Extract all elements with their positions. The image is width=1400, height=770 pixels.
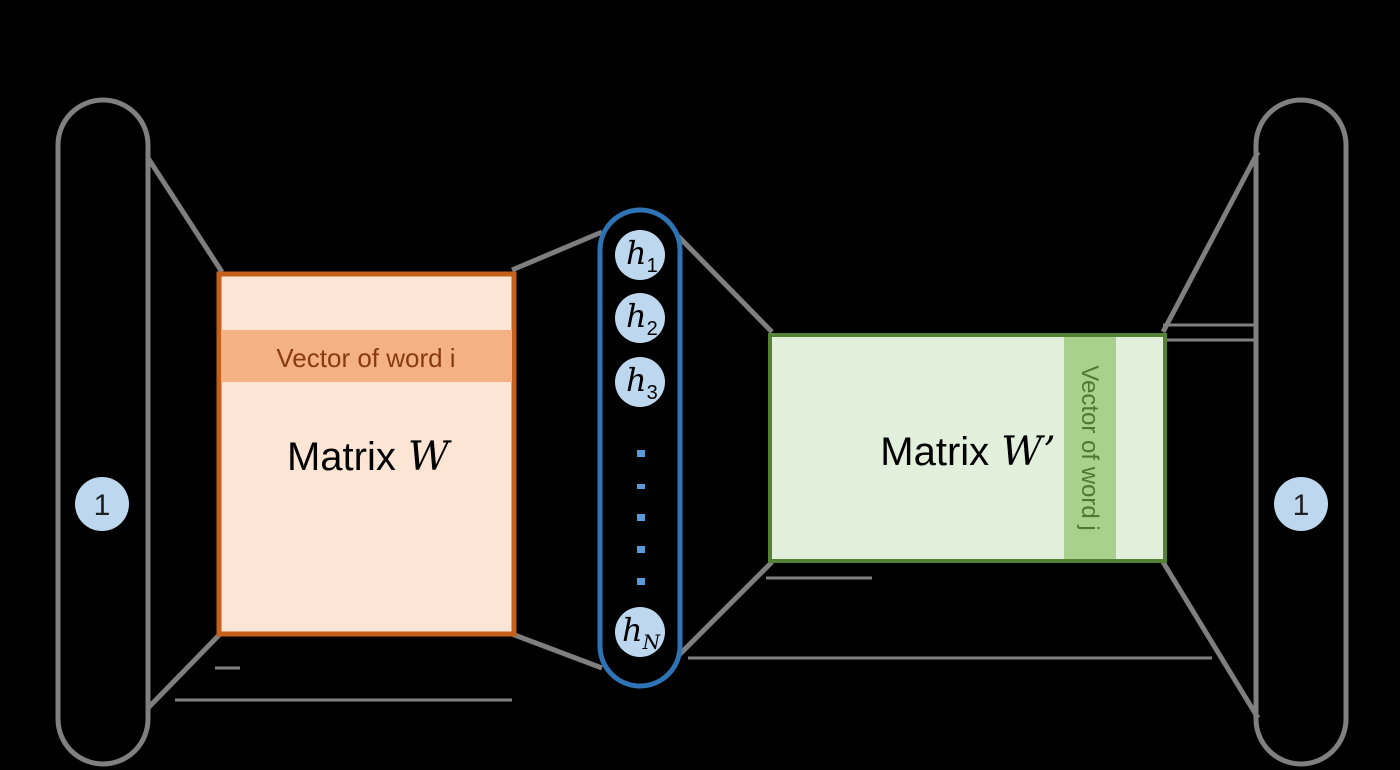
ellipsis-dot — [637, 546, 645, 553]
connector-input-to-w-top — [145, 156, 225, 274]
hidden-node-1 — [615, 230, 665, 280]
ellipsis-dot — [637, 578, 645, 585]
ellipsis-dot — [637, 514, 645, 521]
connector-hidden-to-wp-bottom — [676, 560, 774, 658]
hidden-node-2 — [615, 293, 665, 343]
input-node — [75, 477, 129, 531]
hidden-node-n-label: hN — [622, 611, 662, 654]
connector-wp-to-output-bottom — [1160, 560, 1261, 720]
matrix-w-prime-column-label: Vector of word j — [1076, 365, 1103, 530]
matrix-w-row-label: Vector of word i — [276, 343, 455, 373]
ellipsis-dots — [637, 450, 645, 585]
input-node-value: 1 — [94, 489, 111, 522]
connector-w-to-hidden-top — [511, 229, 603, 273]
input-layer-outline — [55, 97, 151, 767]
ellipsis-dot — [637, 484, 645, 489]
connector-w-to-hidden-bottom — [511, 631, 603, 671]
output-node — [1274, 477, 1328, 531]
hidden-layer: h1 h2 h3 hN — [597, 207, 683, 689]
connector-wp-to-output-top — [1160, 150, 1261, 334]
connector-hidden-to-wp-top — [676, 234, 774, 334]
output-node-value: 1 — [1293, 489, 1310, 522]
output-layer: 1 — [1253, 97, 1349, 767]
hidden-node-1-label: h1 — [626, 234, 658, 277]
matrix-w-row-highlight — [221, 330, 512, 382]
connectors — [145, 150, 1261, 720]
hidden-node-3 — [615, 357, 665, 407]
output-layer-outline — [1253, 97, 1349, 767]
guide-lines — [175, 323, 1258, 702]
connector-input-to-w-bottom — [146, 630, 224, 710]
hidden-node-2-label: h2 — [626, 297, 658, 340]
matrix-w-prime-column-highlight — [1064, 337, 1116, 559]
hidden-layer-outline — [597, 207, 683, 689]
ellipsis-dot — [637, 450, 645, 457]
hidden-node-n — [615, 607, 665, 657]
input-layer: 1 — [55, 97, 151, 767]
hidden-node-3-label: h3 — [626, 361, 658, 404]
